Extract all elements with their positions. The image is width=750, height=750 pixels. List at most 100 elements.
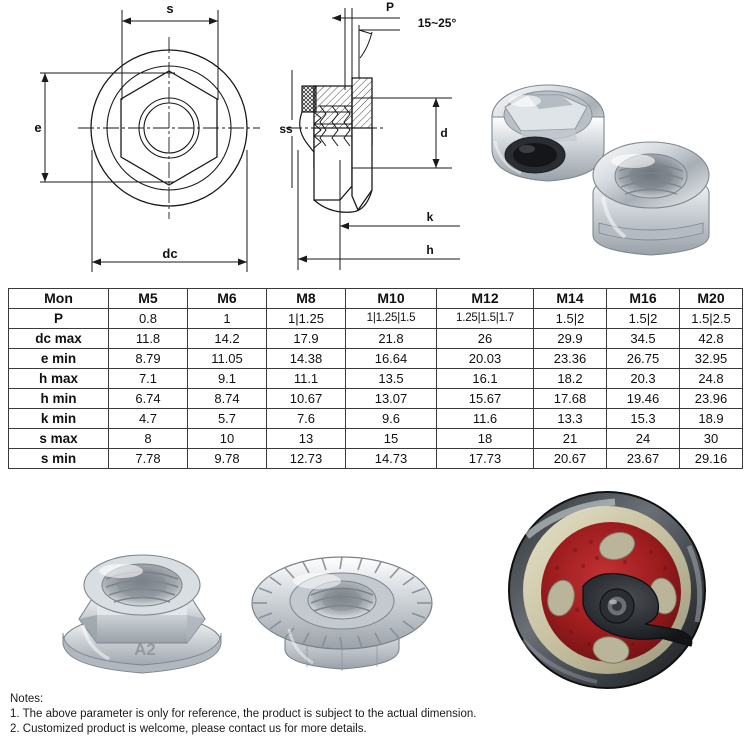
table-cell: 17.68 bbox=[533, 388, 607, 409]
table-cell: 0.8 bbox=[108, 308, 188, 329]
table-cell: 14.38 bbox=[266, 348, 346, 369]
dimension-label-s: s bbox=[166, 1, 173, 16]
table-cell: 32.95 bbox=[679, 348, 743, 369]
dimension-d bbox=[352, 97, 452, 169]
table-cell: 1 bbox=[187, 308, 267, 329]
table-cell: 8 bbox=[108, 428, 188, 449]
dimension-label-ss: ss bbox=[279, 122, 293, 136]
cooling-holes bbox=[547, 531, 677, 664]
table-cell: 7.6 bbox=[266, 408, 346, 429]
table-cell: 26 bbox=[436, 328, 534, 349]
table-cell: 15.3 bbox=[606, 408, 680, 429]
table-cell: 16.1 bbox=[436, 368, 534, 389]
table-cell: 1|1.25 bbox=[266, 308, 346, 329]
table-cell: 18.9 bbox=[679, 408, 743, 429]
angle-tick bbox=[358, 29, 373, 35]
technical-drawing-svg: s e dc bbox=[34, 0, 460, 272]
table-row-label: s min bbox=[8, 448, 109, 469]
table-cell: 11.1 bbox=[266, 368, 346, 389]
table-cell: 9.78 bbox=[187, 448, 267, 469]
table-cell: 15.67 bbox=[436, 388, 534, 409]
dimension-label-k: k bbox=[427, 210, 434, 224]
table-cell: 24.8 bbox=[679, 368, 743, 389]
table-row-label: e min bbox=[8, 348, 109, 369]
photo-nylon-insert-flange-nuts bbox=[465, 45, 750, 280]
table-cell: 1.5|2.5 bbox=[679, 308, 743, 329]
table-cell: 8.79 bbox=[108, 348, 188, 369]
angle-leader-curve bbox=[359, 31, 373, 59]
table-cell: 17.9 bbox=[266, 328, 346, 349]
dimension-label-h: h bbox=[426, 243, 433, 257]
table-cell: 23.36 bbox=[533, 348, 607, 369]
table-row-label: k min bbox=[8, 408, 109, 429]
table-row-label: s max bbox=[8, 428, 109, 449]
table-cell: 13.5 bbox=[345, 368, 437, 389]
table-cell: 1.5|2 bbox=[533, 308, 607, 329]
table-header-M10: M10 bbox=[345, 288, 437, 309]
front-view-centerlines bbox=[78, 37, 260, 219]
notes-block: Notes: 1. The above parameter is only fo… bbox=[10, 692, 570, 737]
table-cell: 26.75 bbox=[606, 348, 680, 369]
table-header-M12: M12 bbox=[436, 288, 534, 309]
table-cell: 1.25|1.5|1.7 bbox=[436, 308, 534, 329]
table-header-M20: M20 bbox=[679, 288, 743, 309]
thread-crests bbox=[314, 105, 352, 147]
table-header-M14: M14 bbox=[533, 288, 607, 309]
table-cell: 11.05 bbox=[187, 348, 267, 369]
table-cell: 29.16 bbox=[679, 448, 743, 469]
table-cell: 14.2 bbox=[187, 328, 267, 349]
table-header-M5: M5 bbox=[108, 288, 188, 309]
note-item-2: 2. Customized product is welcome, please… bbox=[10, 723, 367, 735]
note-item-1: 1. The above parameter is only for refer… bbox=[10, 708, 477, 720]
dimension-e bbox=[40, 72, 175, 183]
table-cell: 15 bbox=[345, 428, 437, 449]
table-cell: 20.03 bbox=[436, 348, 534, 369]
notes-title: Notes: bbox=[10, 693, 44, 705]
dimension-s bbox=[121, 10, 219, 100]
table-row-label: h min bbox=[8, 388, 109, 409]
table-cell: 19.46 bbox=[606, 388, 680, 409]
dimension-h bbox=[297, 150, 460, 270]
table-cell: 30 bbox=[679, 428, 743, 449]
table-cell: 12.73 bbox=[266, 448, 346, 469]
thread-profile-left bbox=[313, 111, 322, 149]
dimension-label-p: P bbox=[386, 0, 394, 14]
nut-left-nylon-insert bbox=[491, 84, 605, 182]
table-header-corner: Mon bbox=[8, 288, 109, 309]
table-row-label: P bbox=[8, 308, 109, 329]
table-cell: 13 bbox=[266, 428, 346, 449]
table-cell: 7.1 bbox=[108, 368, 188, 389]
table-cell: 11.6 bbox=[436, 408, 534, 429]
serrated-flange-nut-body bbox=[251, 556, 433, 671]
table-cell: 8.74 bbox=[187, 388, 267, 409]
table-cell: 20.3 bbox=[606, 368, 680, 389]
table-cell: 16.64 bbox=[345, 348, 437, 369]
table-header-M6: M6 bbox=[187, 288, 267, 309]
dimension-label-e: e bbox=[34, 120, 41, 135]
dimension-dc bbox=[91, 150, 248, 272]
table-row-label: h max bbox=[8, 368, 109, 389]
angle-callout bbox=[358, 25, 400, 78]
dimension-label-dc: dc bbox=[162, 246, 177, 261]
flange-bottom-curve bbox=[313, 189, 373, 213]
hexagon-outline bbox=[120, 70, 218, 186]
table-cell: 34.5 bbox=[606, 328, 680, 349]
nylon-insert-section bbox=[301, 85, 317, 113]
table-cell: 29.9 bbox=[533, 328, 607, 349]
table-cell: 13.07 bbox=[345, 388, 437, 409]
table-cell: 18.2 bbox=[533, 368, 607, 389]
table-header-M8: M8 bbox=[266, 288, 346, 309]
table-cell: 20.67 bbox=[533, 448, 607, 469]
table-cell: 9.1 bbox=[187, 368, 267, 389]
table-cell: 10 bbox=[187, 428, 267, 449]
photo-abrasive-disc-assembly bbox=[465, 490, 750, 690]
technical-drawing-area: s e dc bbox=[0, 0, 750, 285]
